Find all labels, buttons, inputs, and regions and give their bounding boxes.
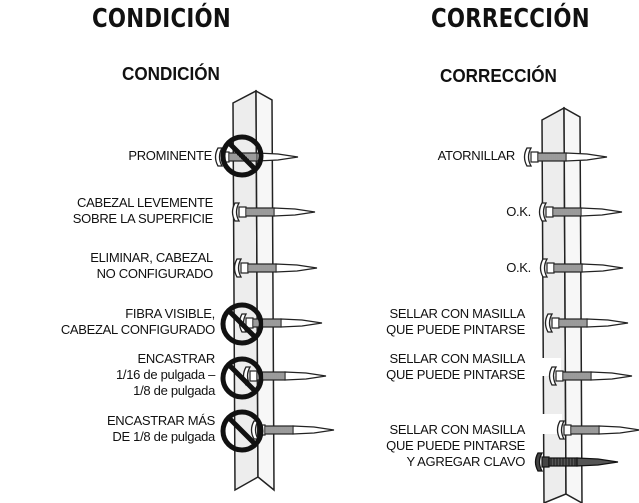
correction-label-1: ATORNILLAR xyxy=(437,148,516,163)
condition-label-4: FIBRA VISIBLE, CABEZAL CONFIGURADO xyxy=(60,306,215,337)
condition-label-6: ENCASTRAR MÁS DE 1/8 de pulgada xyxy=(106,413,215,444)
correction-label-6: SELLAR CON MASILLA QUE PUEDE PINTARSE Y … xyxy=(386,422,525,469)
condition-label-5: ENCASTRAR 1/16 de pulgada – 1/8 de pulga… xyxy=(116,351,215,398)
condition-subheading: CONDICIÓN xyxy=(122,64,220,84)
correction-label-4: SELLAR CON MASILLA QUE PUEDE PINTARSE xyxy=(386,306,525,337)
condition-heading: CONDICIÓN xyxy=(92,4,232,34)
correction-label-2: O.K. xyxy=(506,204,531,219)
condition-label-3: ELIMINAR, CABEZAL NO CONFIGURADO xyxy=(90,250,213,281)
correction-heading: CORRECCIÓN xyxy=(431,4,590,34)
correction-label-3: O.K. xyxy=(506,260,531,275)
condition-label-1: PROMINENTE xyxy=(128,148,212,163)
correction-wall-panel xyxy=(535,106,583,503)
condition-label-2: CABEZAL LEVEMENTE SOBRE LA SUPERFICIE xyxy=(72,195,214,226)
condition-wall-panel xyxy=(232,89,275,492)
correction-subheading: CORRECCIÓN xyxy=(440,66,557,86)
correction-label-5: SELLAR CON MASILLA QUE PUEDE PINTARSE xyxy=(386,351,525,382)
